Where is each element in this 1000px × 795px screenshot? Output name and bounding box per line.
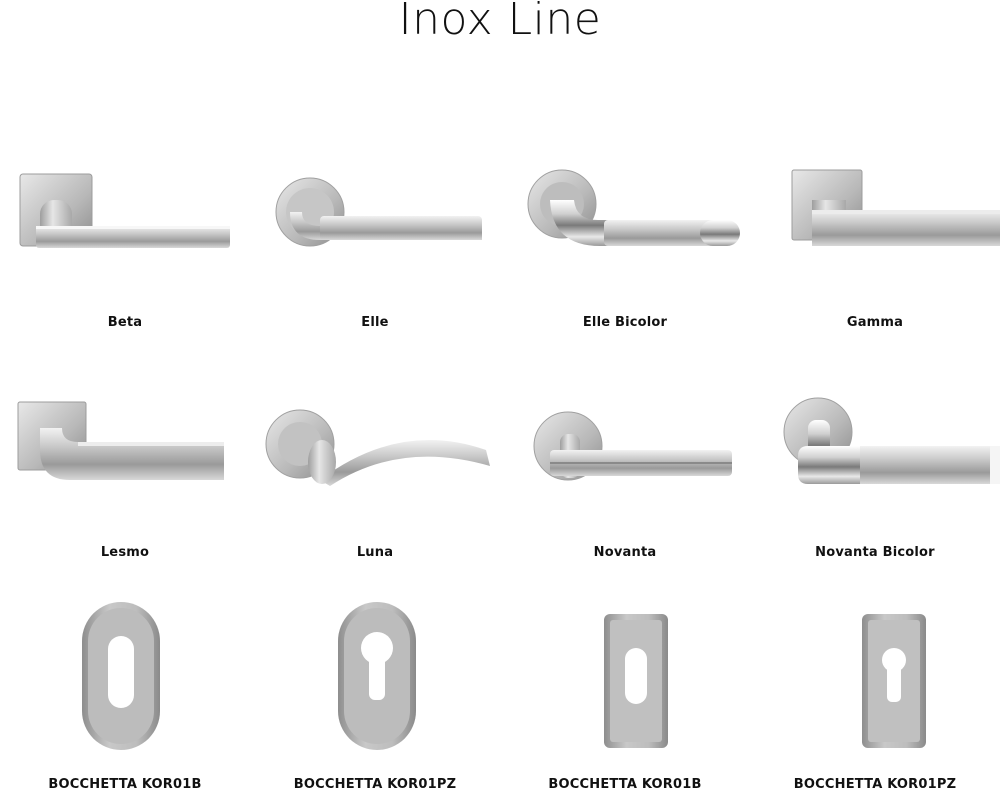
elle-bicolor-handle-image[interactable] (500, 160, 750, 260)
product-name-beta[interactable]: Beta (107, 315, 143, 330)
gamma-handle-image[interactable] (750, 160, 1000, 260)
beta-handle-image[interactable] (0, 160, 250, 260)
product-name-bocchetta-kor01b-oval[interactable]: BOCCHETTA KOR01B (48, 777, 202, 792)
product-name-elle-bicolor[interactable]: Elle Bicolor (582, 315, 668, 330)
elle-handle-image[interactable] (250, 160, 500, 260)
product-name-novanta[interactable]: Novanta (593, 545, 657, 560)
novanta-handle-image[interactable] (500, 390, 750, 490)
page-title: Inox Line (398, 0, 602, 45)
cylinder-plate-square-image[interactable] (750, 600, 1000, 755)
product-name-novanta-bicolor[interactable]: Novanta Bicolor (815, 545, 935, 560)
cylinder-plate-oval-image[interactable] (250, 600, 500, 755)
product-name-gamma[interactable]: Gamma (846, 315, 904, 330)
product-name-lesmo[interactable]: Lesmo (100, 545, 150, 560)
product-name-luna[interactable]: Luna (356, 545, 394, 560)
product-name-bocchetta-kor01b-square[interactable]: BOCCHETTA KOR01B (548, 777, 702, 792)
novanta-bicolor-handle-image[interactable] (750, 390, 1000, 490)
lesmo-handle-image[interactable] (0, 390, 250, 490)
luna-handle-image[interactable] (250, 390, 500, 490)
keyhole-plate-oval-image[interactable] (0, 600, 250, 755)
product-name-bocchetta-kor01pz-square[interactable]: BOCCHETTA KOR01PZ (793, 777, 957, 792)
product-name-elle[interactable]: Elle (361, 315, 389, 330)
keyhole-plate-square-image[interactable] (500, 600, 750, 755)
product-name-bocchetta-kor01pz-oval[interactable]: BOCCHETTA KOR01PZ (293, 777, 457, 792)
